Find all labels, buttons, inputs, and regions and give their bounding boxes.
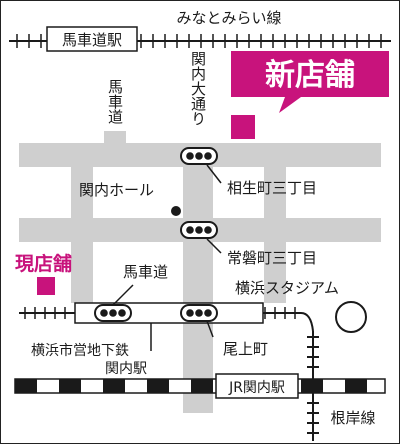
intersection-label-onoe: 尾上町 xyxy=(223,340,268,358)
road-bashamichi-stub xyxy=(104,131,126,145)
station-label-subway-kannai-line2: 関内駅 xyxy=(105,361,147,377)
current-store-label: 現店舗 xyxy=(15,252,72,275)
intersection-label-bashamichi: 馬車道 xyxy=(123,263,168,281)
road-vertical-right xyxy=(264,143,286,303)
new-store-callout xyxy=(231,51,389,139)
road-network xyxy=(19,131,381,413)
current-store-marker xyxy=(37,277,55,295)
road-vertical-left xyxy=(71,143,93,303)
street-label-bashamichi: 馬車道 xyxy=(106,79,124,124)
station-label-bashamichi: 馬車道駅 xyxy=(62,31,122,49)
station-label-subway-kannai-line1: 横浜市営地下鉄 xyxy=(31,342,129,359)
landmark-label-yokohama-stadium: 横浜スタジアム xyxy=(235,279,339,297)
station-box-jr-kannai xyxy=(215,373,299,399)
traffic-signal-icon xyxy=(180,221,218,239)
leader-lines xyxy=(112,164,222,351)
road-vertical-kannai-odori xyxy=(183,143,213,413)
traffic-signal-icon xyxy=(180,147,218,165)
railway-label-minatomirai: みなとみらい線 xyxy=(176,9,281,27)
traffic-signal-icon xyxy=(94,304,132,322)
landmark-dot-icon xyxy=(171,206,181,216)
traffic-signal-icon xyxy=(180,304,218,322)
station-label-jr-kannai: JR関内駅 xyxy=(228,380,285,396)
new-store-marker xyxy=(231,115,255,139)
intersection-label-aioi: 相生町三丁目 xyxy=(227,179,317,197)
intersection-label-tokiwa: 常磐町三丁目 xyxy=(227,249,317,267)
station-box-bashamichi xyxy=(46,26,138,52)
stadium-circle-icon xyxy=(335,301,367,333)
landmark-label-kannai-hall: 関内ホール xyxy=(79,181,154,199)
new-store-label: 新店舗 xyxy=(265,58,355,93)
street-label-kannai-odori: 関内大通り xyxy=(189,51,207,126)
railway-label-negishi: 根岸線 xyxy=(330,409,375,427)
